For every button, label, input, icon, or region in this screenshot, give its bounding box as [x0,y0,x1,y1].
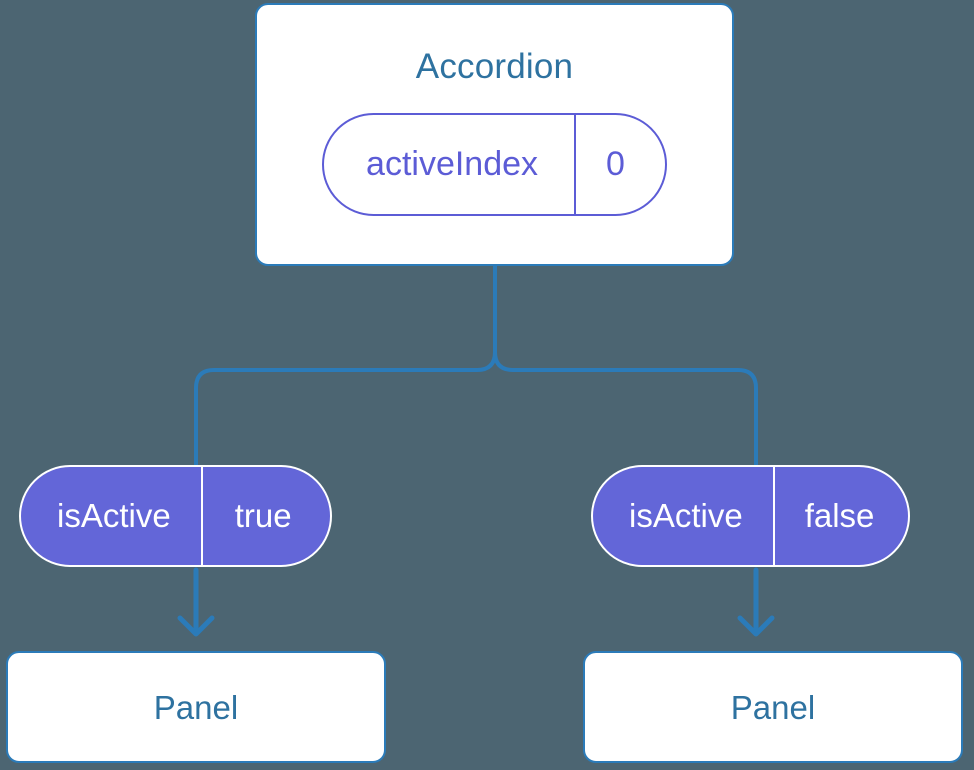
prop-pill-isactive-right[interactable]: isActive false [591,465,911,567]
branch-connector-path-right [493,264,758,468]
state-pill-activeindex-value: 0 [606,145,625,183]
node-panel-right-title: Panel [730,688,816,726]
branch-connector-path [194,264,497,468]
node-panel-right[interactable]: Panel [583,651,963,763]
prop-pill-isactive-left-value: true [234,497,292,534]
state-pill-activeindex[interactable]: activeIndex 0 [322,113,667,216]
prop-pill-isactive-right-value: false [804,497,875,534]
node-panel-left[interactable]: Panel [6,651,386,763]
node-panel-left-title: Panel [153,688,239,726]
arrow-down-left [177,567,215,637]
prop-pill-isactive-right-key: isActive [593,467,775,565]
prop-pill-isactive-left[interactable]: isActive true [19,465,332,567]
node-accordion-title: Accordion [415,47,574,86]
node-accordion[interactable]: Accordion activeIndex 0 [255,3,734,266]
arrow-down-right [737,567,775,637]
state-pill-activeindex-key: activeIndex [324,115,577,214]
prop-pill-isactive-left-key: isActive [21,467,203,565]
